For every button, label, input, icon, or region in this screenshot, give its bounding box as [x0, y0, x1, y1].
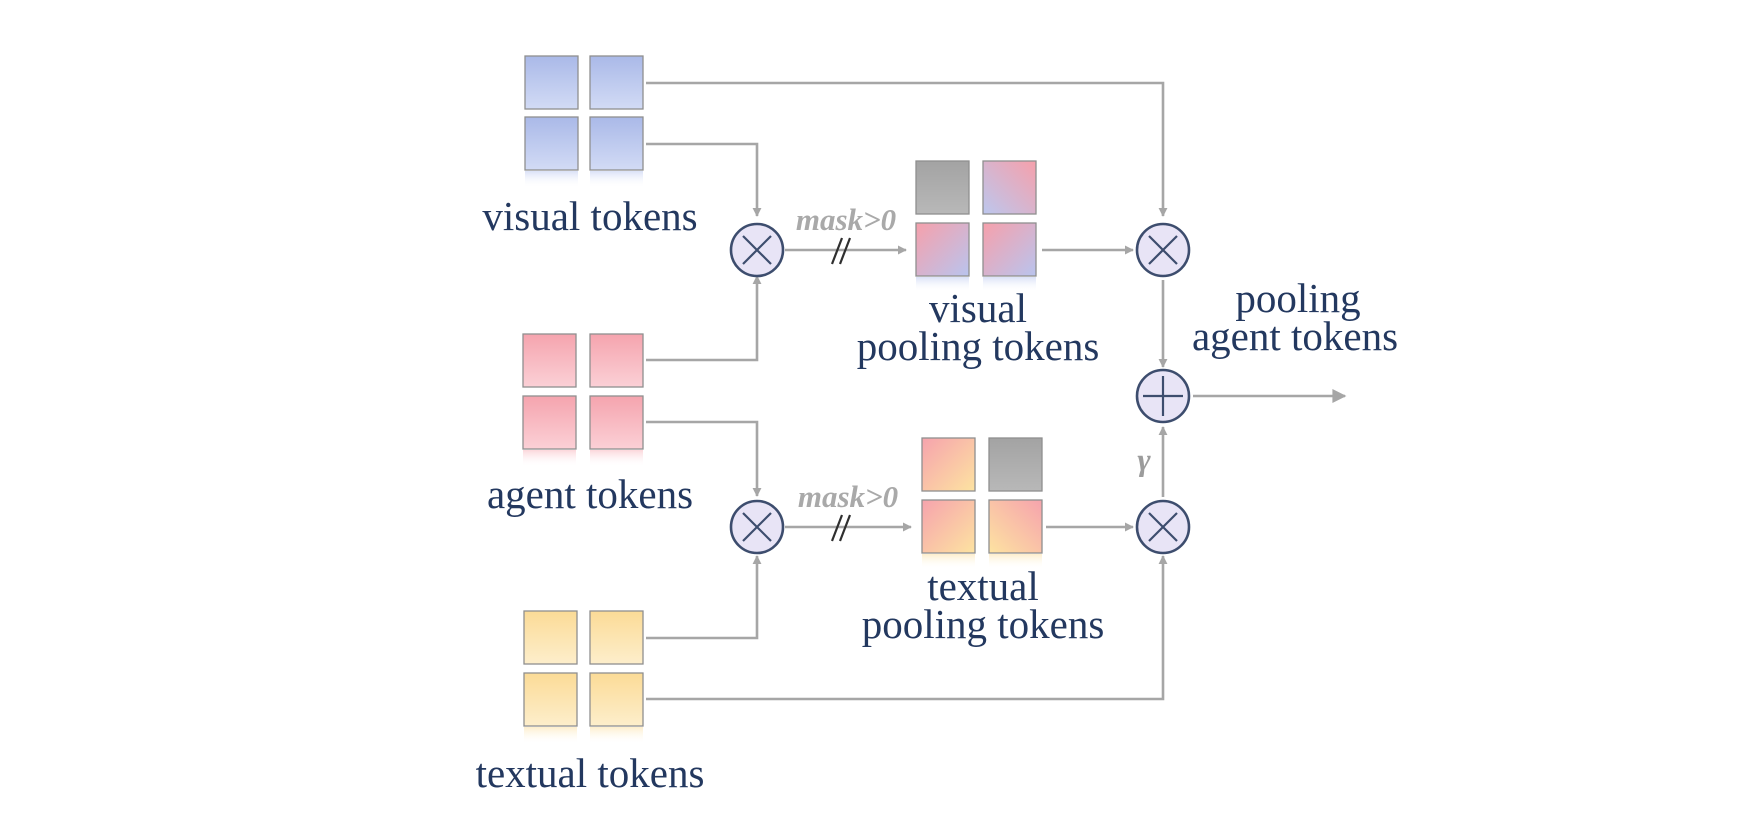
agent-tokens-label: agent tokens: [487, 471, 693, 517]
visual-tokens-label: visual tokens: [482, 193, 697, 239]
textual-token: [589, 672, 644, 727]
agent-tokens-grid: [522, 333, 644, 467]
textual-pooling-label-line1: textual: [927, 563, 1039, 609]
visual-token: [524, 55, 579, 110]
visual-token: [524, 116, 579, 171]
visual-token: [589, 116, 644, 171]
textual-pooling-token: [921, 499, 976, 554]
agent-token: [589, 395, 644, 450]
pooling-agent-tokens-label-line2: agent tokens: [1192, 313, 1398, 359]
connections: [646, 81, 1347, 701]
agent-token: [522, 333, 577, 388]
agent-token: [589, 333, 644, 388]
visual-pooling-token: [915, 222, 970, 277]
arrow-visual-to-top-multiply: [646, 142, 762, 217]
textual-token: [589, 610, 644, 665]
multiply-operator-icon: [729, 222, 785, 278]
textual-pooling-token: [988, 499, 1043, 554]
visual-pooling-token: [982, 160, 1037, 215]
gamma-label: γ: [1137, 441, 1151, 477]
textual-token: [523, 672, 578, 727]
agent-token: [522, 395, 577, 450]
multiply-operator-icon: [1135, 499, 1191, 555]
textual-tokens-grid: [523, 610, 644, 744]
masked-token: [915, 160, 970, 215]
textual-token: [523, 610, 578, 665]
double-slash-icon-bottom: [830, 514, 852, 542]
pooling-agent-tokens-label-line1: pooling: [1235, 275, 1360, 321]
arrow-agent-to-bottom-multiply: [646, 420, 762, 497]
multiply-operator-icon: [729, 499, 785, 555]
arrow-agent-to-top-multiply: [646, 275, 762, 362]
arrow-textual-to-right-multiply: [646, 555, 1168, 701]
visual-token: [589, 55, 644, 110]
double-slash-icon-top: [830, 237, 852, 265]
visual-tokens-grid: [524, 55, 644, 188]
mask-label-top: mask>0: [796, 202, 896, 237]
arrow-visual-to-right-multiply: [646, 81, 1168, 217]
add-operator-icon: [1135, 368, 1191, 424]
arrow-textual-to-bottom-multiply: [646, 555, 762, 640]
visual-pooling-token: [982, 222, 1037, 277]
textual-pooling-label-line2: pooling tokens: [862, 601, 1105, 647]
visual-pooling-label-line2: pooling tokens: [857, 323, 1100, 369]
visual-pooling-label-line1: visual: [929, 285, 1027, 331]
textual-tokens-label: textual tokens: [476, 750, 705, 796]
masked-token: [988, 437, 1043, 492]
textual-pooling-token: [921, 437, 976, 492]
multiply-operator-icon: [1135, 222, 1191, 278]
textual-pooling-tokens-grid: [921, 437, 1043, 569]
mask-label-bottom: mask>0: [798, 479, 898, 514]
visual-pooling-tokens-grid: [915, 160, 1037, 292]
